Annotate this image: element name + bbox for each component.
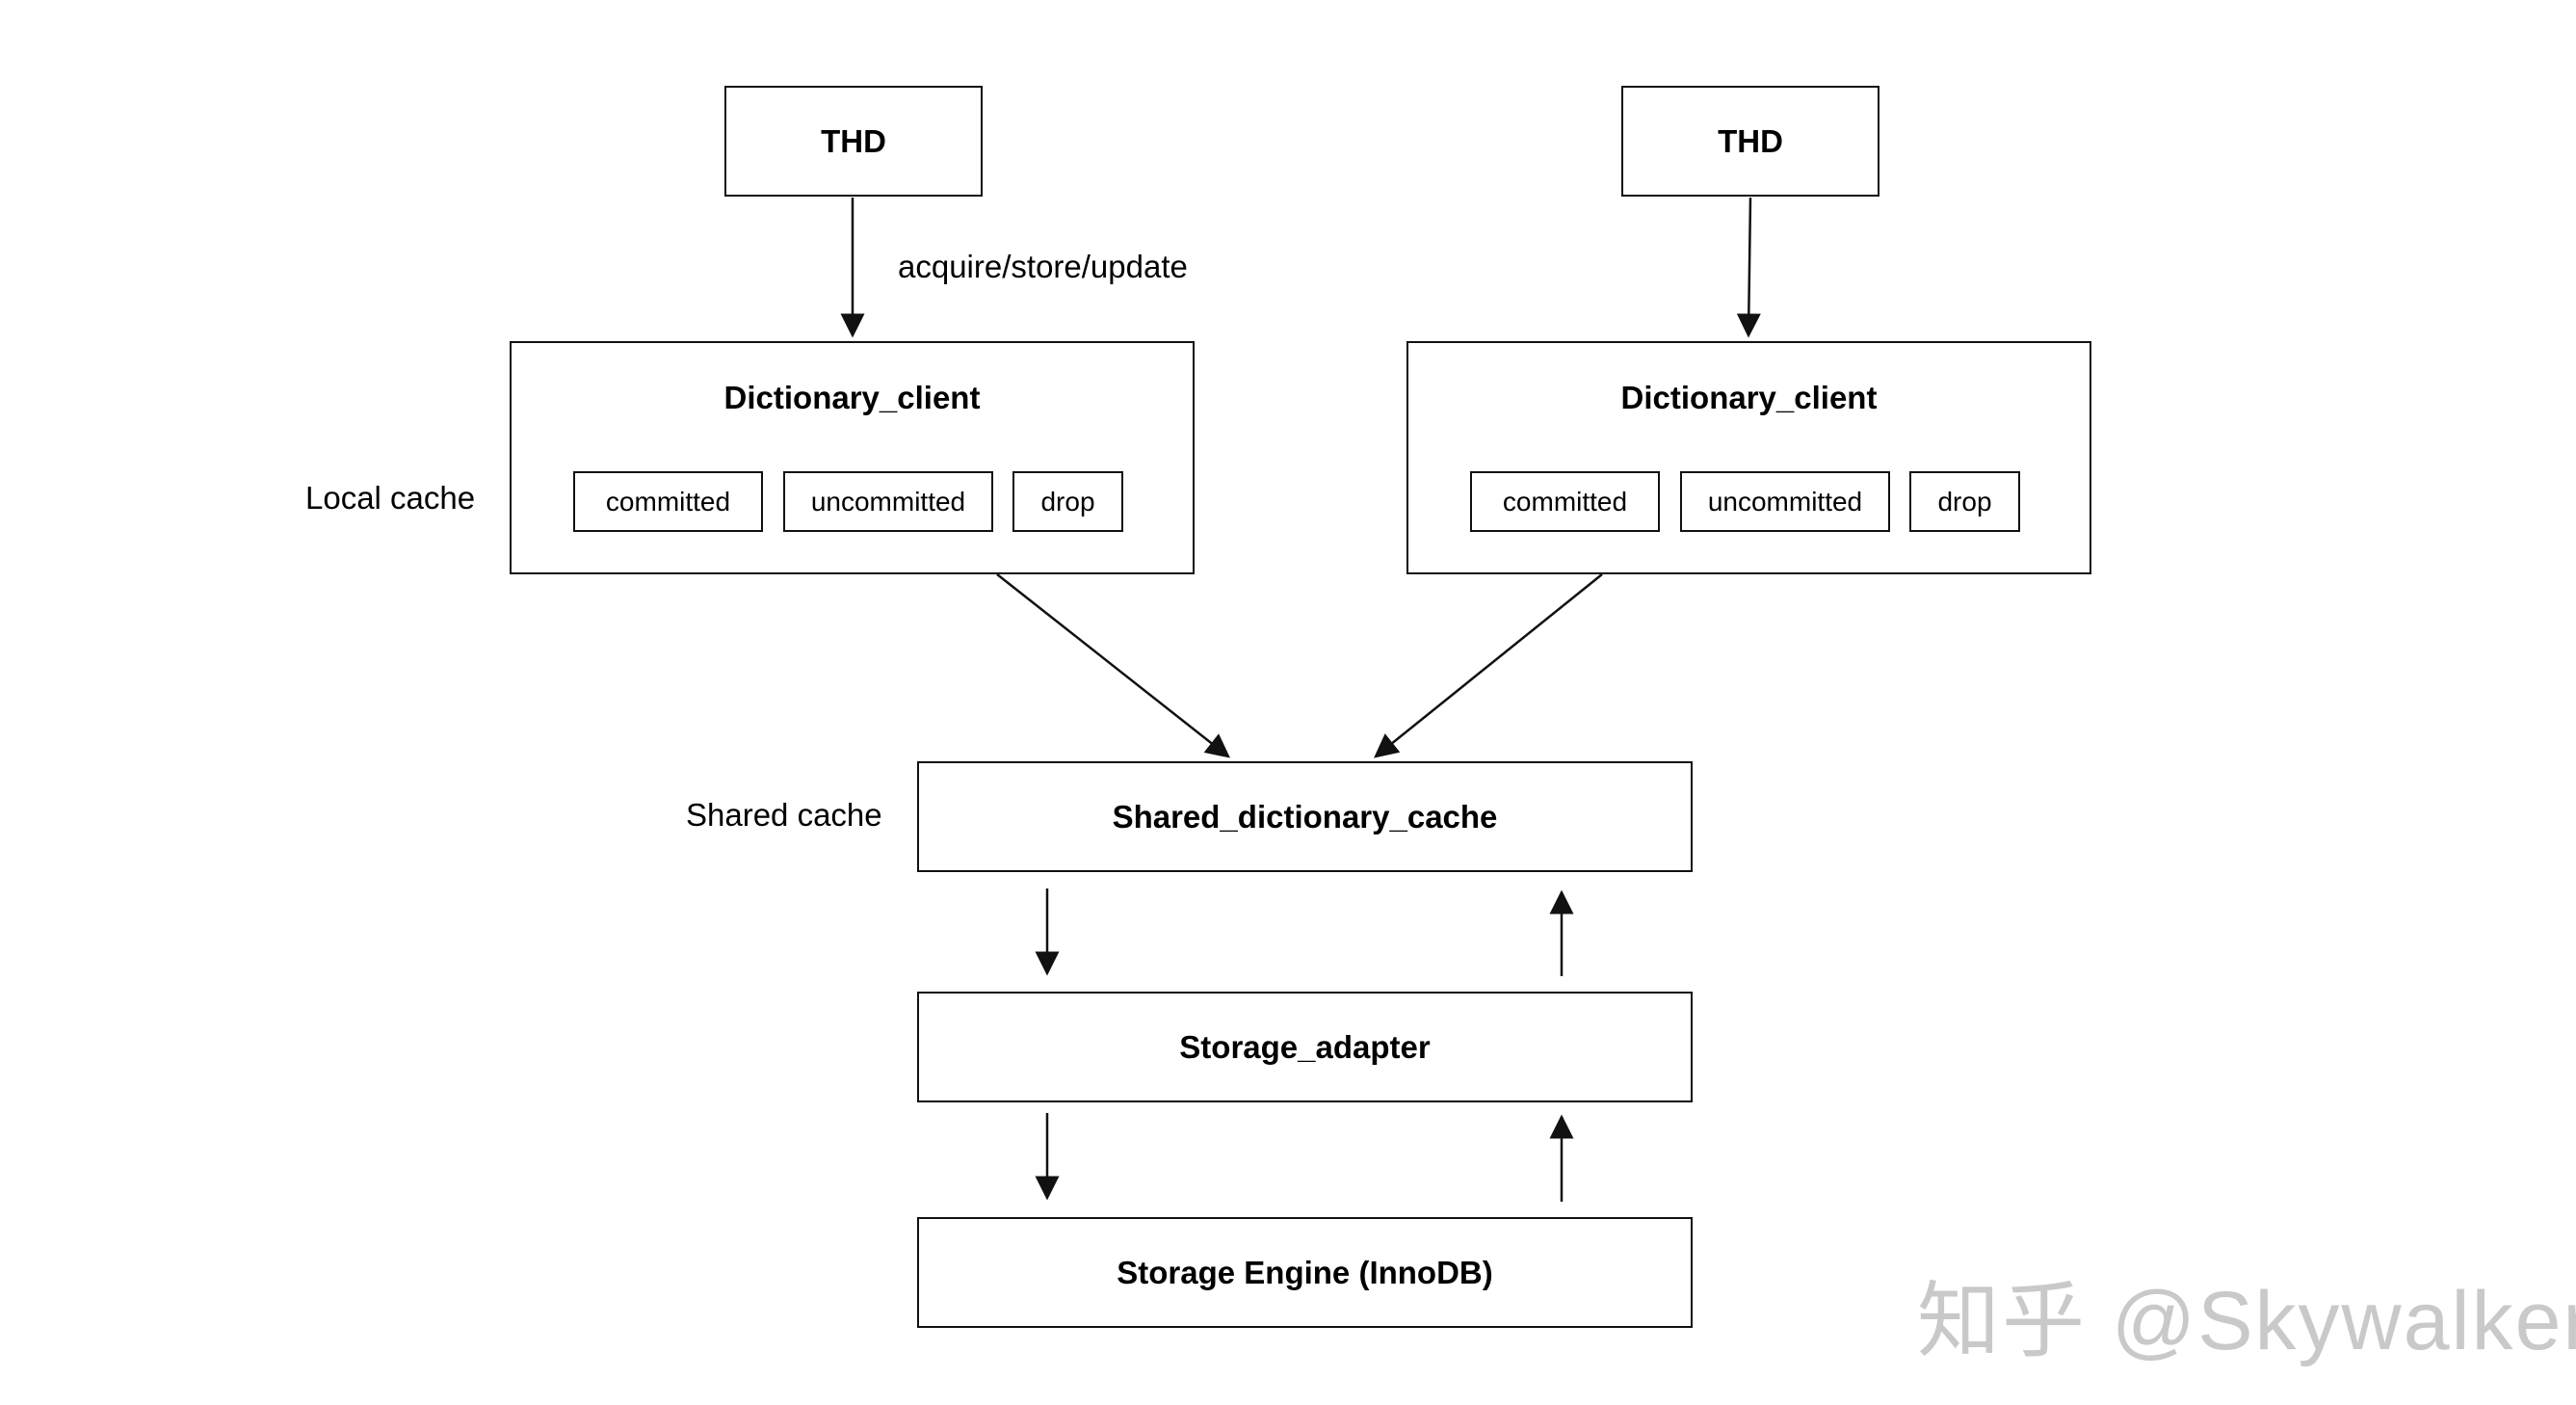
thd-right-label: THD <box>1718 122 1783 159</box>
edge-label-acquire-store-update: acquire/store/update <box>898 249 1188 284</box>
uncommitted-label: uncommitted <box>810 486 966 517</box>
dictionary-client-right: Dictionary_client committed uncommitted … <box>1406 341 2091 574</box>
storage-engine-box: Storage Engine (InnoDB) <box>917 1217 1693 1328</box>
thd-box-left: THD <box>724 86 983 197</box>
committed-label: committed <box>605 486 731 517</box>
shared-dictionary-cache-label: Shared_dictionary_cache <box>1112 798 1498 835</box>
dictionary-client-left-title: Dictionary_client <box>723 380 981 415</box>
watermark: 知乎 @Skywalker <box>1917 1275 2576 1367</box>
storage-engine-label: Storage Engine (InnoDB) <box>1117 1254 1493 1290</box>
local-cache-label: Local cache <box>305 480 476 516</box>
committed-label: committed <box>1502 486 1628 517</box>
storage-adapter-label: Storage_adapter <box>1179 1028 1431 1065</box>
arrow-client-right-to-shared <box>1374 573 1603 758</box>
committed-box-right: committed <box>1470 471 1660 532</box>
thd-box-right: THD <box>1621 86 1879 197</box>
uncommitted-box-right: uncommitted <box>1680 471 1890 532</box>
storage-adapter-box: Storage_adapter <box>917 992 1693 1102</box>
dictionary-client-left: Dictionary_client committed uncommitted … <box>510 341 1195 574</box>
drop-box-right: drop <box>1909 471 2020 532</box>
uncommitted-label: uncommitted <box>1707 486 1863 517</box>
committed-box-left: committed <box>573 471 763 532</box>
dictionary-client-right-title: Dictionary_client <box>1620 380 1878 415</box>
shared-cache-label: Shared cache <box>686 797 882 833</box>
drop-label: drop <box>1040 486 1095 517</box>
thd-left-label: THD <box>821 122 886 159</box>
drop-box-left: drop <box>1012 471 1123 532</box>
uncommitted-box-left: uncommitted <box>783 471 993 532</box>
shared-dictionary-cache-box: Shared_dictionary_cache <box>917 761 1693 872</box>
arrow-thd-right-to-client <box>1736 197 1761 338</box>
arrow-client-left-to-shared <box>996 573 1230 758</box>
drop-label: drop <box>1937 486 1992 517</box>
